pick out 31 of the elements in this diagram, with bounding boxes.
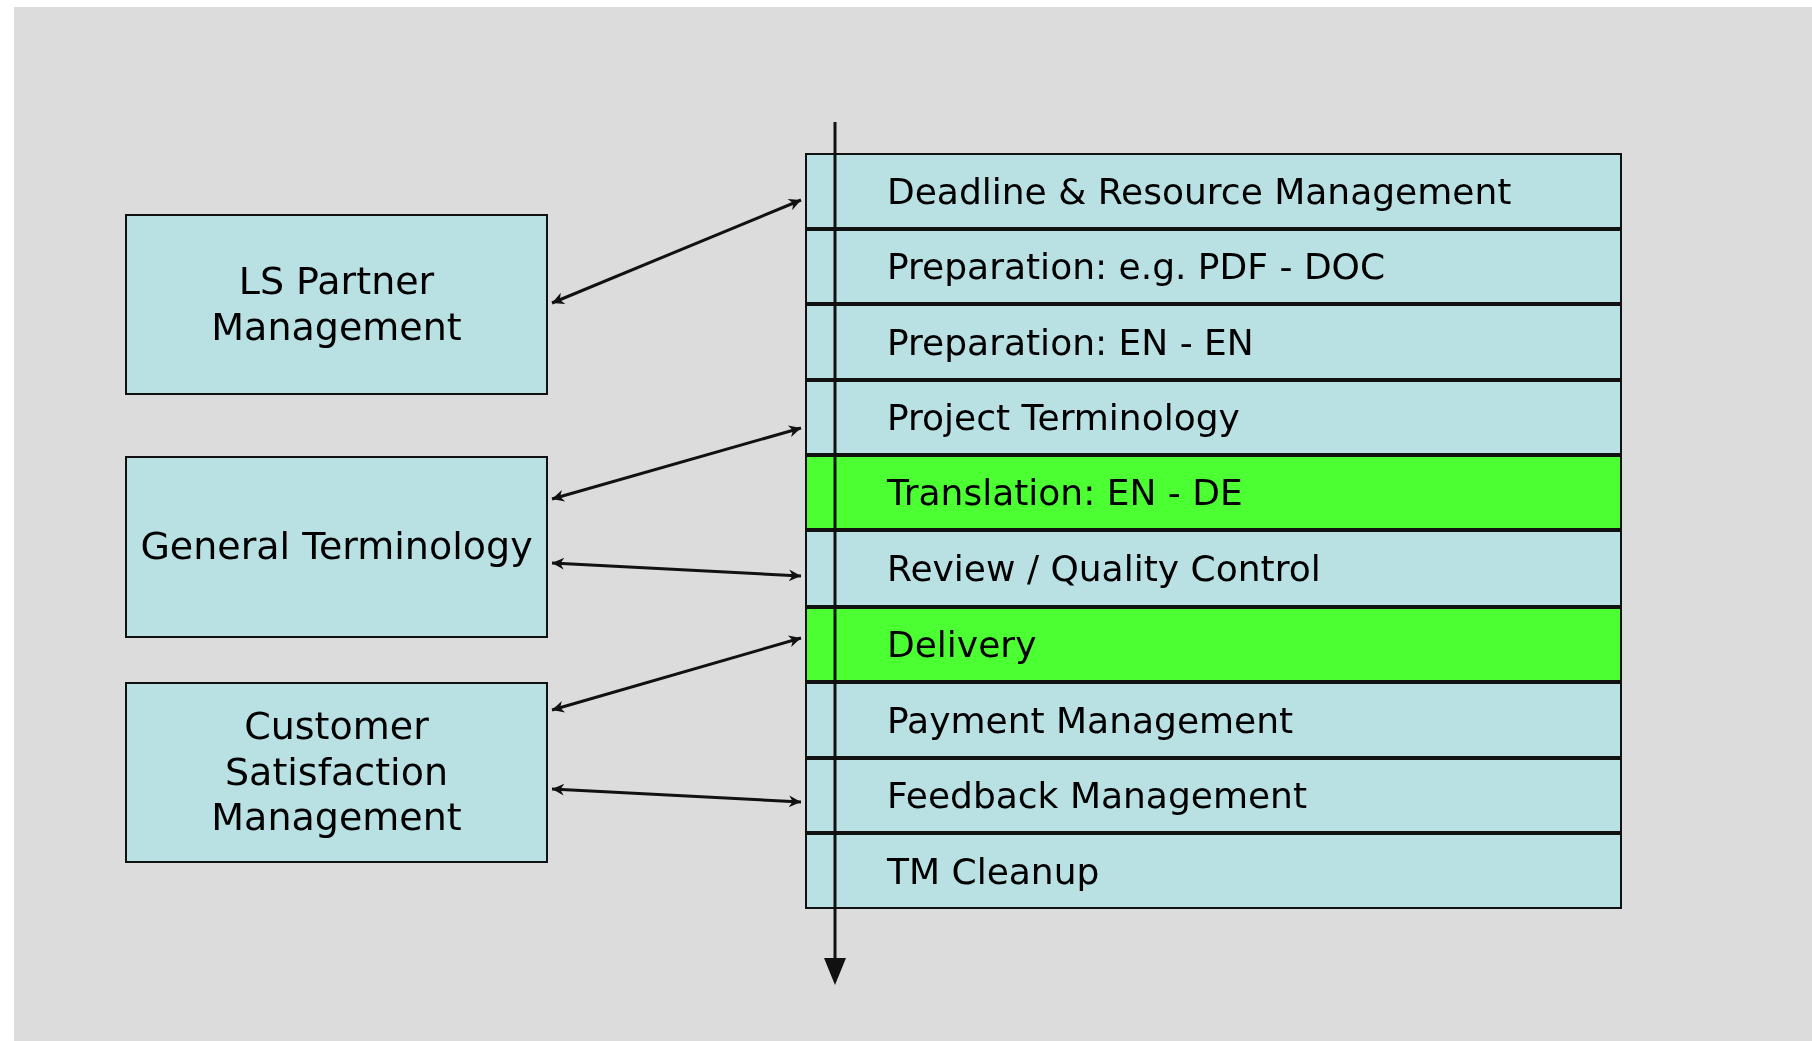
process-step-row xyxy=(805,682,1622,758)
process-step-row xyxy=(805,380,1622,455)
step-label: TM Cleanup xyxy=(887,850,1100,892)
step-label: Preparation: EN - EN xyxy=(887,321,1254,363)
step-label: General Terminology xyxy=(140,524,533,570)
process-step-row xyxy=(805,530,1622,607)
process-box xyxy=(125,456,548,638)
step-label: Review / Quality Control xyxy=(887,548,1321,589)
step-label: Preparation: e.g. PDF - DOC xyxy=(887,246,1386,287)
double-arrow xyxy=(551,425,802,502)
process-step-row xyxy=(805,833,1622,909)
double-arrow xyxy=(551,783,802,808)
step-label: Translation: EN - DE xyxy=(887,472,1243,513)
step-label: LS Partner Management xyxy=(210,258,463,351)
process-step-row xyxy=(805,758,1622,833)
double-arrow xyxy=(551,635,802,713)
process-box xyxy=(125,682,548,863)
process-step-row xyxy=(805,607,1622,682)
process-box xyxy=(125,214,548,395)
step-label: Delivery xyxy=(887,624,1037,665)
step-label: Customer Satisfaction Management xyxy=(210,704,463,841)
double-arrow xyxy=(551,557,802,582)
process-step-row xyxy=(805,229,1622,304)
step-label: Project Terminology xyxy=(887,397,1240,438)
step-label: Deadline & Resource Management xyxy=(887,170,1512,212)
step-label: Payment Management xyxy=(887,699,1294,741)
process-step-row xyxy=(805,304,1622,380)
process-step-row xyxy=(805,153,1622,229)
step-label: Feedback Management xyxy=(887,775,1308,816)
double-arrow xyxy=(551,198,802,305)
process-step-row xyxy=(805,455,1622,530)
